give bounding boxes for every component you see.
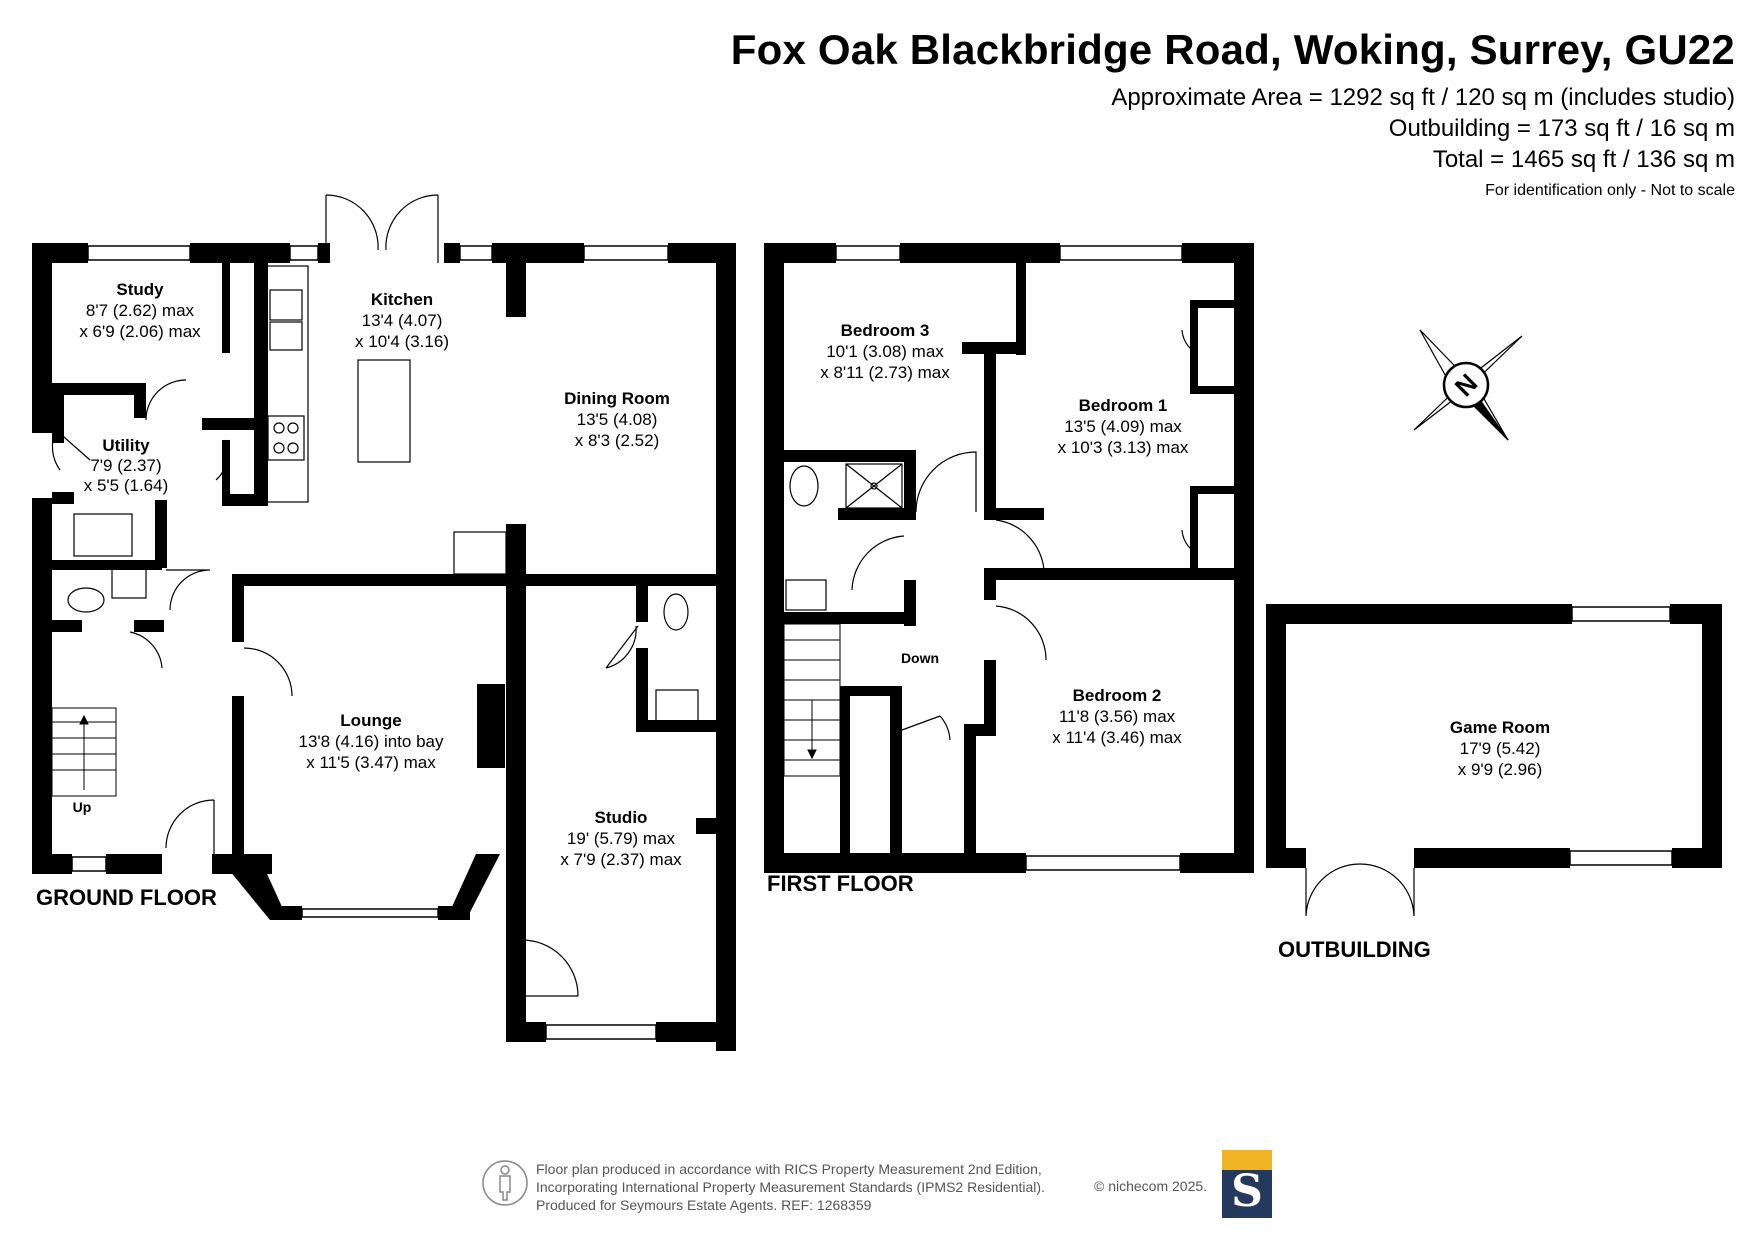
bedroom1-dim-1: 13'5 (4.09) max [1064,417,1182,436]
first-floor-doors [851,329,1193,741]
lounge-dim-1: 13'8 (4.16) into bay [298,732,444,751]
utility-name: Utility [102,436,150,455]
ground-floor-doors [51,194,639,997]
ground-stairs [51,707,117,797]
total-area: Total = 1465 sq ft / 136 sq m [1432,146,1735,173]
outbuilding-walls [1266,604,1722,868]
bedroom2-dim-2: x 11'4 (3.46) max [1052,728,1182,747]
bedroom2-name: Bedroom 2 [1073,686,1162,705]
logo-accent [1222,1150,1272,1170]
ground-floor-fixtures [67,265,699,723]
room-labels: Study 8'7 (2.62) max x 6'9 (2.06) max Ki… [73,280,1550,869]
footer-text: Floor plan produced in accordance with R… [536,1160,1045,1214]
studio-name: Studio [595,808,648,827]
logo-letter: S [1231,1166,1263,1217]
measurement-person-icon [482,1160,528,1206]
bedroom3-dim-2: x 8'11 (2.73) max [820,363,950,382]
stairs-up-label: Up [73,799,92,815]
footer-line-1: Floor plan produced in accordance with R… [536,1161,1042,1177]
outbuilding-doors [1305,863,1415,917]
bedroom1-dim-2: x 10'3 (3.13) max [1058,438,1189,457]
lounge-name: Lounge [340,711,401,730]
studio-dim-2: x 7'9 (2.37) max [560,850,682,869]
dining-name: Dining Room [564,389,670,408]
study-name: Study [116,280,164,299]
scale-note: For identification only - Not to scale [1485,182,1735,199]
ground-floor-windows [33,245,669,1040]
bedroom2-dim-1: 11'8 (3.56) max [1059,707,1176,726]
bedroom1-name: Bedroom 1 [1079,396,1168,415]
seymours-logo: S [1222,1150,1272,1218]
ground-floor-label: GROUND FLOOR [36,885,217,910]
approx-area: Approximate Area = 1292 sq ft / 120 sq m… [1111,84,1735,111]
gameroom-dim-2: x 9'9 (2.96) [1458,760,1543,779]
study-dim-1: 8'7 (2.62) max [86,301,195,320]
first-floor-label: FIRST FLOOR [767,871,914,896]
copyright: © nichecom 2025. [1094,1178,1208,1194]
first-floor-walls [764,243,1254,873]
footer-line-3: Produced for Seymours Estate Agents. REF… [536,1197,872,1213]
utility-dim-1: 7'9 (2.37) [90,456,161,475]
study-dim-2: x 6'9 (2.06) max [79,322,201,341]
outbuilding-area: Outbuilding = 173 sq ft / 16 sq m [1388,115,1735,142]
gameroom-name: Game Room [1450,718,1550,737]
dining-dim-1: 13'5 (4.08) [577,410,658,429]
first-stairs [783,623,841,777]
studio-dim-1: 19' (5.79) max [567,829,676,848]
first-floor-windows [766,245,1183,871]
property-title: Fox Oak Blackbridge Road, Woking, Surrey… [730,26,1735,73]
stairs-down-label: Down [901,650,939,666]
kitchen-dim-2: x 10'4 (3.16) [355,332,449,351]
compass-icon [1413,329,1523,441]
utility-dim-2: x 5'5 (1.64) [84,476,169,495]
ground-floor-walls [32,243,736,1051]
kitchen-dim-1: 13'4 (4.07) [362,311,443,330]
bedroom3-name: Bedroom 3 [841,321,930,340]
gameroom-dim-1: 17'9 (5.42) [1460,739,1541,758]
footer-line-2: Incorporating International Property Mea… [536,1179,1045,1195]
first-floor-fixtures [785,463,903,611]
kitchen-name: Kitchen [371,290,433,309]
lounge-dim-2: x 11'5 (3.47) max [306,753,436,772]
outbuilding-windows [1569,606,1673,866]
dining-dim-2: x 8'3 (2.52) [575,431,660,450]
bedroom3-dim-1: 10'1 (3.08) max [826,342,944,361]
outbuilding-label: OUTBUILDING [1278,937,1431,962]
